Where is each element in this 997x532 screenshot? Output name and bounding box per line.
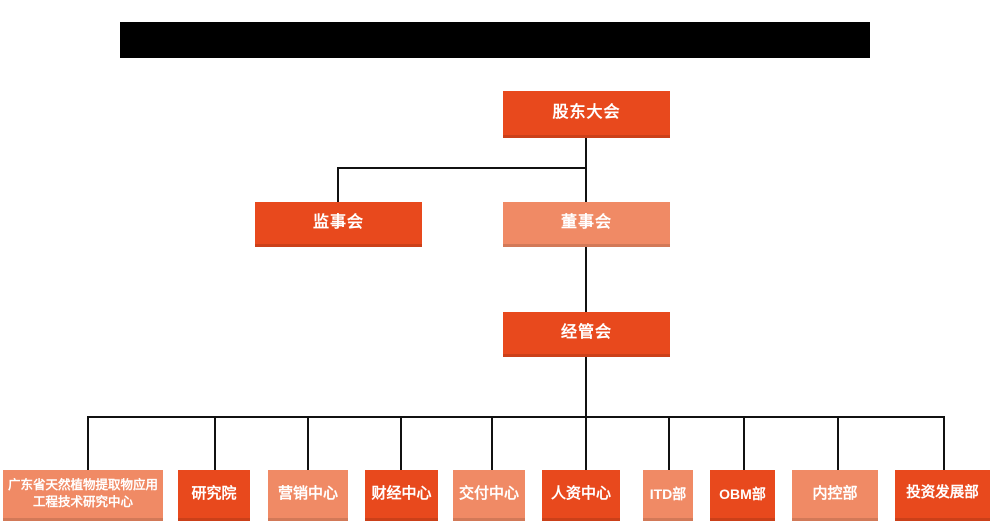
connector-supervisors-down	[337, 167, 339, 202]
connector-drop-investment-dev-dept	[943, 416, 945, 470]
connector-directors-management	[585, 247, 587, 312]
connector-drop-hr-center	[585, 416, 587, 470]
connector-drop-internal-control-dept	[837, 416, 839, 470]
connector-management-down	[585, 357, 587, 417]
org-node-investment-development-department: 投资发展部	[895, 470, 990, 521]
connector-drop-research-institute	[214, 416, 216, 470]
connector-drop-marketing-center	[307, 416, 309, 470]
org-node-finance-center: 财经中心	[365, 470, 438, 521]
connector-drop-itd-dept	[668, 416, 670, 470]
org-node-management-committee: 经管会	[503, 312, 670, 357]
org-node-hr-center: 人资中心	[542, 470, 620, 521]
org-node-delivery-center: 交付中心	[453, 470, 525, 521]
org-node-research-institute: 研究院	[178, 470, 250, 521]
org-node-shareholders-meeting: 股东大会	[503, 91, 670, 138]
org-node-itd-department: ITD部	[643, 470, 693, 521]
connector-drop-obm-dept	[743, 416, 745, 470]
org-node-board-of-directors: 董事会	[503, 202, 670, 247]
connector-branch-horizontal	[337, 167, 587, 169]
connector-drop-research-center	[87, 416, 89, 470]
org-node-internal-control-department: 内控部	[792, 470, 878, 521]
connector-shareholders-down	[585, 138, 587, 202]
org-node-supervisory-board: 监事会	[255, 202, 422, 247]
org-node-marketing-center: 营销中心	[268, 470, 348, 521]
connector-drop-delivery-center	[491, 416, 493, 470]
org-node-plant-extract-research-center: 广东省天然植物提取物应用工程技术研究中心	[3, 470, 163, 521]
redacted-title-bar	[120, 22, 870, 58]
org-node-obm-department: OBM部	[710, 470, 775, 521]
connector-departments-horizontal	[87, 416, 945, 418]
connector-drop-finance-center	[400, 416, 402, 470]
